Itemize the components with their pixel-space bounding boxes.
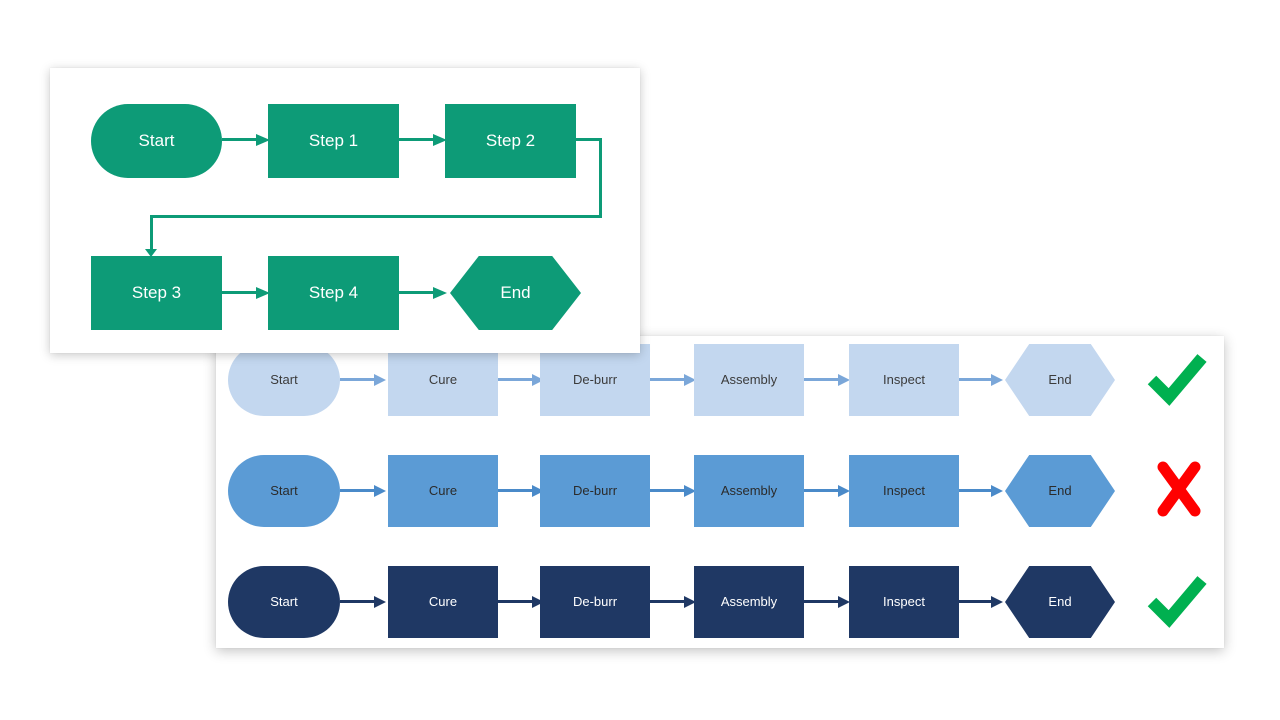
connector-start-cure: [340, 596, 388, 608]
node-deburr[interactable]: De-burr: [540, 566, 650, 638]
node-step-2[interactable]: Step 2: [445, 104, 576, 178]
node-inspect[interactable]: Inspect: [849, 344, 959, 416]
node-step-4[interactable]: Step 4: [268, 256, 399, 330]
node-label: Assembly: [720, 482, 778, 498]
connector-assembly-inspect: [804, 374, 852, 386]
node-step-3[interactable]: Step 3: [91, 256, 222, 330]
node-step-1[interactable]: Step 1: [268, 104, 399, 178]
connector-deburr-assembly: [650, 596, 698, 608]
node-label: Cure: [428, 482, 458, 498]
connector-assembly-inspect: [804, 596, 852, 608]
node-label: De-burr: [572, 371, 618, 387]
node-cure[interactable]: Cure: [388, 344, 498, 416]
node-inspect[interactable]: Inspect: [849, 455, 959, 527]
node-end[interactable]: End: [1005, 344, 1115, 416]
node-label: Cure: [428, 593, 458, 609]
connector-inspect-end: [959, 596, 1007, 608]
node-assembly[interactable]: Assembly: [694, 455, 804, 527]
node-label: Assembly: [720, 593, 778, 609]
blue-variants-panel: Start Cure De-burr Assembly Inspect End: [216, 336, 1224, 648]
node-label: De-burr: [572, 593, 618, 609]
connector-assembly-inspect: [804, 485, 852, 497]
connector-inspect-end: [959, 485, 1007, 497]
node-label: Step 2: [485, 130, 536, 150]
node-label: Assembly: [720, 371, 778, 387]
node-cure[interactable]: Cure: [388, 566, 498, 638]
connector-cure-deburr: [498, 374, 546, 386]
node-label: Step 3: [131, 282, 182, 302]
node-label: Start: [270, 593, 298, 609]
node-deburr[interactable]: De-burr: [540, 344, 650, 416]
check-mark-icon: [1146, 350, 1208, 408]
node-inspect[interactable]: Inspect: [849, 566, 959, 638]
node-label: Cure: [428, 371, 458, 387]
node-end[interactable]: End: [1005, 566, 1115, 638]
connector-step1-step2: [399, 134, 449, 146]
check-mark-icon: [1146, 572, 1208, 630]
connector-cure-deburr: [498, 596, 546, 608]
node-label: Step 1: [308, 130, 359, 150]
green-flowchart-panel: Start Step 1 Step 2 Step 3 Step 4 End: [50, 68, 640, 353]
node-end[interactable]: End: [450, 256, 581, 330]
connector-inspect-end: [959, 374, 1007, 386]
node-label: Step 4: [308, 282, 359, 302]
node-label: End: [1048, 482, 1072, 498]
node-assembly[interactable]: Assembly: [694, 344, 804, 416]
connector-deburr-assembly: [650, 374, 698, 386]
node-label: End: [1048, 593, 1072, 609]
connector-step3-step4: [222, 287, 272, 299]
connector-start-cure: [340, 374, 388, 386]
node-label: De-burr: [572, 482, 618, 498]
connector-cure-deburr: [498, 485, 546, 497]
node-start[interactable]: Start: [228, 455, 340, 527]
node-label: Inspect: [883, 593, 925, 609]
node-assembly[interactable]: Assembly: [694, 566, 804, 638]
node-label: Inspect: [883, 482, 925, 498]
connector-start-step1: [222, 134, 272, 146]
cross-mark-icon: [1154, 460, 1204, 518]
connector-step2-step3-elbow: [50, 68, 640, 353]
node-label: End: [1048, 371, 1072, 387]
node-deburr[interactable]: De-burr: [540, 455, 650, 527]
node-start[interactable]: Start: [228, 566, 340, 638]
node-start[interactable]: Start: [91, 104, 222, 178]
node-start[interactable]: Start: [228, 344, 340, 416]
connector-step4-end: [399, 287, 449, 299]
node-label: Start: [270, 482, 298, 498]
node-label: End: [500, 282, 531, 302]
node-cure[interactable]: Cure: [388, 455, 498, 527]
node-end[interactable]: End: [1005, 455, 1115, 527]
node-label: Start: [138, 130, 175, 150]
node-label: Inspect: [883, 371, 925, 387]
connector-deburr-assembly: [650, 485, 698, 497]
connector-start-cure: [340, 485, 388, 497]
node-label: Start: [270, 371, 298, 387]
